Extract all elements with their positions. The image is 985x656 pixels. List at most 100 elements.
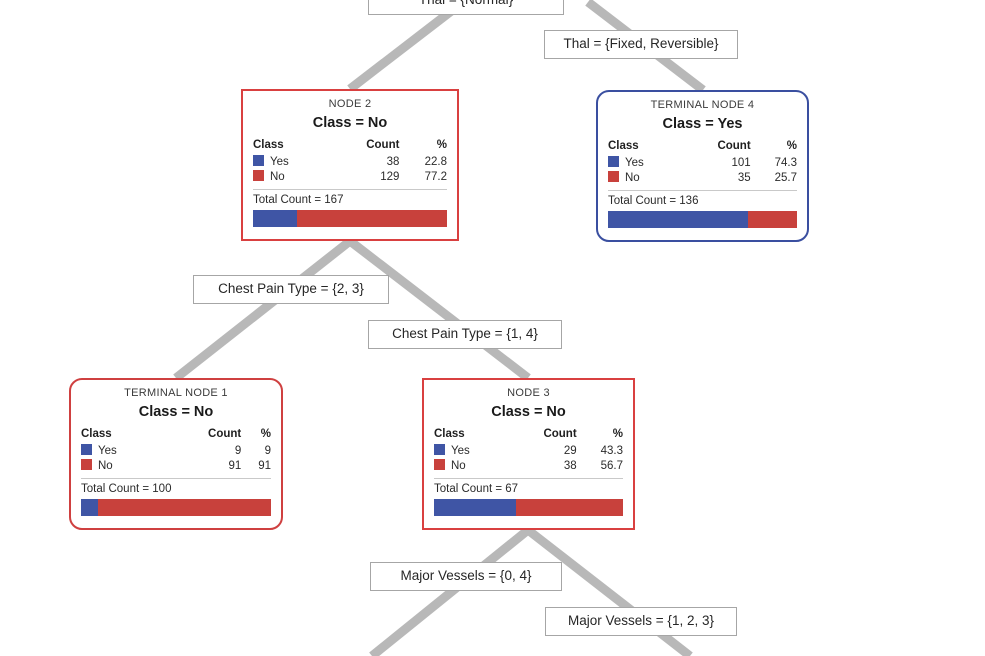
color-swatch-no-icon (253, 170, 264, 182)
bar-segment-yes (434, 499, 516, 517)
class-count-cell: 35 (737, 171, 751, 184)
class-label-text: Yes (625, 157, 644, 170)
class-count-cell: 91 (228, 459, 242, 472)
class-label-text: No (625, 172, 640, 185)
class-count-cell: 38 (563, 459, 577, 472)
class-label-text: Yes (451, 445, 470, 458)
column-header-percent: % (786, 140, 797, 153)
table-row: No 38 56.7 (434, 458, 623, 473)
class-label-text: No (98, 460, 113, 473)
class-count-cell: 129 (380, 170, 400, 183)
column-header-class: Class (434, 428, 465, 441)
class-distribution-bar (253, 210, 447, 228)
table-row: Yes 38 22.8 (253, 154, 447, 169)
color-swatch-no-icon (81, 459, 92, 471)
column-header-class: Class (253, 139, 284, 152)
class-distribution-bar (434, 499, 623, 517)
class-label-text: No (270, 171, 285, 184)
column-header-count: Count (208, 428, 242, 441)
total-count-label: Total Count = 67 (434, 478, 623, 495)
class-label-cell: No (608, 170, 682, 185)
node-predicted-class: Class = No (138, 403, 214, 420)
class-label-cell: No (434, 458, 508, 473)
node-title: TERMINAL NODE 1 (124, 387, 228, 399)
class-label-cell: Yes (608, 155, 682, 170)
bar-segment-no (515, 499, 623, 517)
table-row: Yes 29 43.3 (434, 443, 623, 458)
bar-segment-no (748, 211, 797, 229)
node-title: NODE 2 (328, 98, 372, 110)
edge-node3-to-left-child (369, 526, 531, 656)
class-label-cell: Yes (253, 154, 329, 169)
split-label-thal-fixed-reversible: Thal = {Fixed, Reversible} (544, 30, 738, 59)
table-header-row: Class Count% (253, 139, 447, 154)
bar-segment-no (98, 499, 271, 517)
class-distribution-bar (81, 499, 271, 517)
table-row: No 129 77.2 (253, 169, 447, 184)
bar-segment-yes (608, 211, 749, 229)
class-percent-cell: 77.2 (424, 170, 447, 183)
color-swatch-yes-icon (81, 444, 92, 456)
split-label-chest-pain-type-2-3: Chest Pain Type = {2, 3} (193, 275, 389, 304)
bar-segment-yes (253, 210, 298, 228)
bar-segment-no (297, 210, 447, 228)
class-label-cell: Yes (81, 443, 164, 458)
edge-node2-to-terminal-1 (173, 237, 353, 382)
split-label-major-vessels-0-4: Major Vessels = {0, 4} (370, 562, 562, 591)
column-header-class: Class (608, 140, 639, 153)
class-label-cell: No (253, 169, 329, 184)
class-count-cell: 101 (731, 156, 751, 169)
edge-node3-to-right-child (525, 526, 693, 656)
table-row: No 91 91 (81, 458, 271, 473)
total-count-label: Total Count = 167 (253, 189, 447, 206)
node-predicted-class: Class = Yes (662, 115, 743, 132)
column-header-count: Count (366, 139, 400, 152)
node-title: TERMINAL NODE 4 (650, 99, 755, 111)
class-percent-cell: 56.7 (600, 459, 623, 472)
class-percent-cell: 43.3 (600, 444, 623, 457)
class-percent-cell: 25.7 (774, 171, 797, 184)
node-predicted-class: Class = No (312, 114, 388, 131)
class-label-text: Yes (98, 445, 117, 458)
class-label-cell: Yes (434, 443, 508, 458)
class-percent-cell: 22.8 (424, 155, 447, 168)
column-header-count: Count (717, 140, 751, 153)
class-count-cell: 38 (386, 155, 400, 168)
total-count-label: Total Count = 136 (608, 190, 797, 207)
class-count-cell: 29 (563, 444, 577, 457)
color-swatch-no-icon (608, 171, 619, 183)
class-percent-cell: 91 (258, 459, 271, 472)
edge-root-to-node-2 (347, 0, 466, 93)
color-swatch-no-icon (434, 459, 445, 471)
color-swatch-yes-icon (434, 444, 445, 456)
bar-segment-yes (81, 499, 99, 517)
color-swatch-yes-icon (253, 155, 264, 167)
node-predicted-class: Class = No (491, 403, 566, 420)
class-percent-cell: 9 (264, 444, 271, 457)
column-header-percent: % (436, 139, 447, 152)
table-header-row: Class Count% (608, 140, 797, 155)
class-percent-cell: 74.3 (774, 156, 797, 169)
class-label-cell: No (81, 458, 164, 473)
class-count-cell: 9 (234, 444, 242, 457)
table-row: No 35 25.7 (608, 170, 797, 185)
class-label-text: Yes (270, 156, 289, 169)
column-header-count: Count (543, 428, 577, 441)
split-label-major-vessels-1-2-3: Major Vessels = {1, 2, 3} (545, 607, 737, 636)
column-header-percent: % (260, 428, 271, 441)
table-row: Yes 101 74.3 (608, 155, 797, 170)
